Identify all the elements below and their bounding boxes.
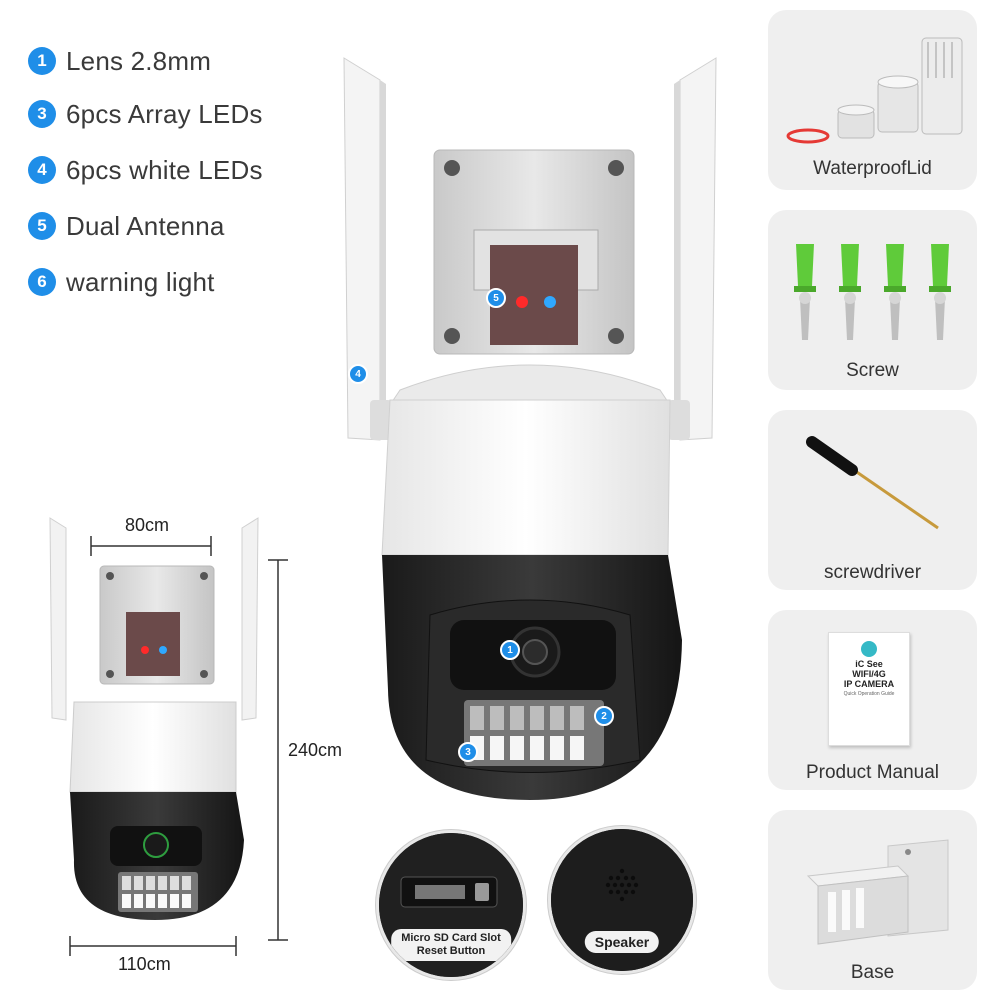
manual-logo-icon bbox=[861, 641, 877, 657]
blue-warning-led bbox=[544, 296, 556, 308]
base-bracket-icon bbox=[806, 839, 949, 945]
accessory-label: WaterproofLid bbox=[813, 158, 932, 179]
feature-text: Lens 2.8mm bbox=[66, 45, 212, 76]
feature-number-badge: 6 bbox=[28, 268, 56, 296]
accessory-card-waterproof-lid: WaterproofLid bbox=[768, 10, 977, 190]
marker-antenna: 4 bbox=[348, 364, 368, 384]
accessory-card-base: Base bbox=[768, 810, 977, 990]
plate-hole bbox=[608, 328, 624, 344]
dimension-width-bottom: 110cm bbox=[118, 954, 171, 974]
feature-text: Dual Antenna bbox=[66, 210, 225, 241]
feature-number-badge: 4 bbox=[28, 156, 56, 184]
accessory-card-screwdriver: screwdriver bbox=[768, 410, 977, 590]
accessory-label: Product Manual bbox=[805, 762, 940, 783]
plate-hole bbox=[444, 328, 460, 344]
white-housing bbox=[381, 399, 671, 556]
manual-booklet: iC See WIFI/4G IP CAMERA Quick Operation… bbox=[828, 632, 910, 746]
feature-number-badge: 1 bbox=[28, 47, 56, 75]
dimension-height: 240cm bbox=[288, 740, 343, 760]
feature-text: 6pcs Array LEDs bbox=[66, 98, 263, 129]
sd-slot-caption-line1: Micro SD Card Slot bbox=[401, 932, 501, 944]
accessory-card-product-manual: iC See WIFI/4G IP CAMERA Quick Operation… bbox=[768, 610, 977, 790]
feature-item: 4 6pcs white LEDs bbox=[28, 153, 263, 187]
feature-text: warning light bbox=[66, 266, 215, 297]
accessory-label: Screw bbox=[846, 360, 899, 381]
main-camera-illustration bbox=[343, 57, 717, 800]
plate-hole bbox=[608, 160, 624, 176]
manual-title-line2: IP CAMERA bbox=[843, 679, 895, 689]
speaker-caption: Speaker bbox=[584, 931, 660, 953]
small-camera-illustration bbox=[49, 517, 259, 920]
marker-array-led: 2 bbox=[594, 706, 614, 726]
feature-number-badge: 3 bbox=[28, 100, 56, 128]
feature-item: 1 Lens 2.8mm bbox=[28, 44, 211, 78]
speaker-detail: Speaker bbox=[548, 826, 696, 974]
marker-warning-light: 5 bbox=[486, 288, 506, 308]
red-warning-led bbox=[516, 296, 528, 308]
sd-slot-caption: Micro SD Card Slot Reset Button bbox=[391, 929, 511, 961]
waterproof-lid-icon bbox=[786, 37, 963, 144]
sd-slot-caption-line2: Reset Button bbox=[416, 945, 486, 957]
accessory-label: Base bbox=[850, 962, 895, 983]
sd-slot-detail: Micro SD Card Slot Reset Button bbox=[376, 830, 526, 980]
manual-subtitle: Quick Operation Guide bbox=[843, 691, 895, 697]
accessory-label: screwdriver bbox=[823, 562, 922, 583]
dimension-lines bbox=[69, 536, 288, 956]
antenna-right bbox=[674, 57, 717, 441]
feature-item: 5 Dual Antenna bbox=[28, 209, 225, 243]
feature-text: 6pcs white LEDs bbox=[66, 154, 263, 185]
feature-number-badge: 5 bbox=[28, 212, 56, 240]
dimension-width-top: 80cm bbox=[125, 515, 170, 535]
feature-item: 6 warning light bbox=[28, 265, 215, 299]
manual-title-line1: WIFI/4G bbox=[852, 669, 886, 679]
marker-lens: 1 bbox=[500, 640, 520, 660]
manual-brand: iC See bbox=[855, 659, 883, 669]
screw-icon bbox=[794, 244, 951, 340]
marker-white-led: 3 bbox=[458, 742, 478, 762]
accessory-card-screw: Screw bbox=[768, 210, 977, 390]
feature-item: 3 6pcs Array LEDs bbox=[28, 97, 263, 131]
antenna-left bbox=[343, 57, 386, 441]
plate-hole bbox=[444, 160, 460, 176]
screwdriver-icon bbox=[806, 436, 939, 530]
